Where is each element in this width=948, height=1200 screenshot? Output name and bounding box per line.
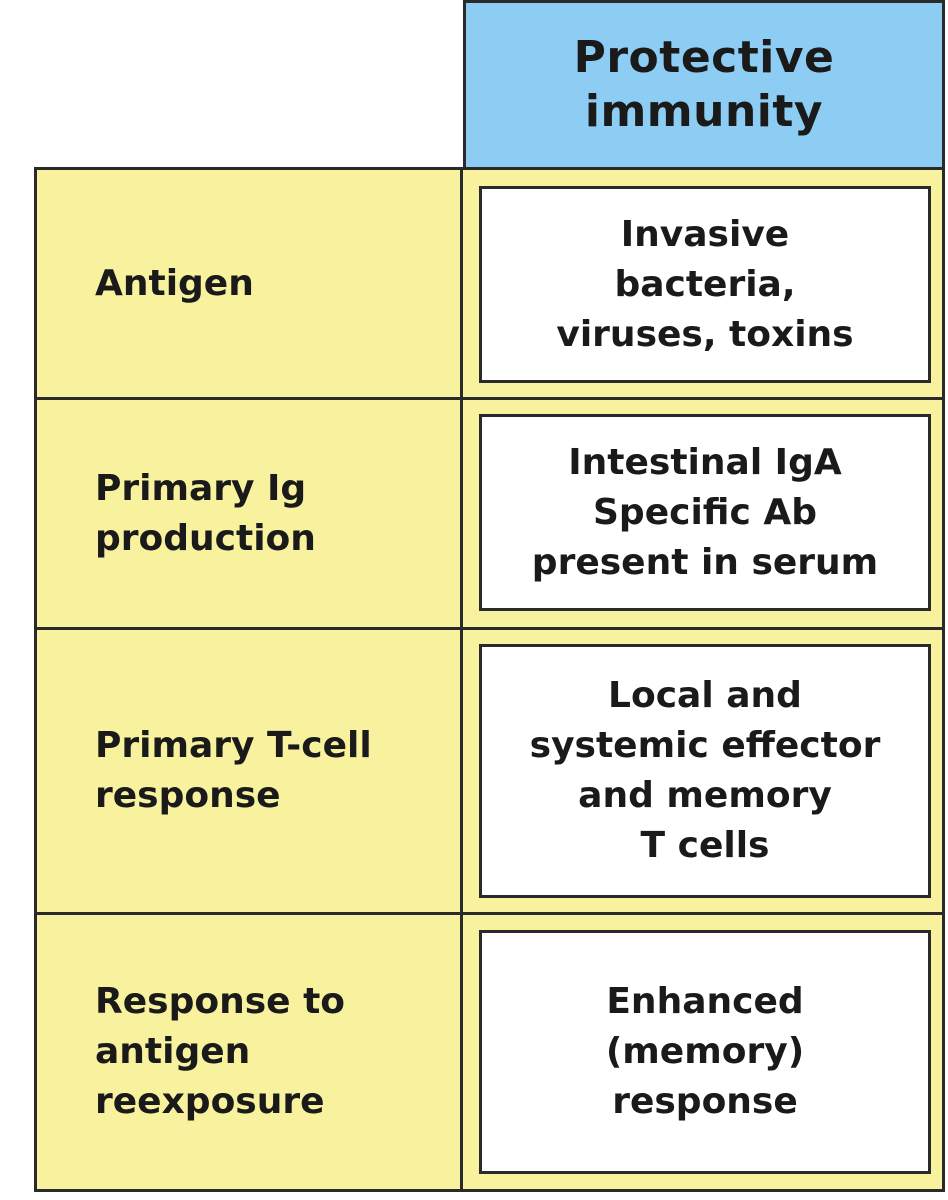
row-label-cell: Primary T-cell response — [37, 630, 463, 912]
table-row-primary-t-cell-response: Primary T-cell response Local and system… — [37, 630, 942, 915]
table-row-primary-ig-production: Primary Ig production Intestinal IgA Spe… — [37, 400, 942, 630]
table-row-antigen: Antigen Invasive bacteria, viruses, toxi… — [37, 170, 942, 400]
comparison-table: Antigen Invasive bacteria, viruses, toxi… — [34, 167, 945, 1192]
row-value: Local and systemic effector and memory T… — [529, 675, 881, 866]
row-value-box: Invasive bacteria, viruses, toxins — [479, 186, 931, 383]
row-value: Invasive bacteria, viruses, toxins — [556, 213, 854, 355]
row-label: Primary T-cell response — [95, 725, 372, 816]
row-value: Intestinal IgA Specific Ab present in se… — [531, 441, 879, 583]
row-label: Antigen — [95, 262, 254, 304]
row-label-cell: Primary Ig production — [37, 400, 463, 627]
column-header-text: Protective immunity — [573, 32, 835, 137]
table-row-response-to-antigen-reexposure: Response to antigen reexposure Enhanced … — [37, 915, 942, 1189]
row-label-cell: Antigen — [37, 170, 463, 397]
row-value-box: Intestinal IgA Specific Ab present in se… — [479, 414, 931, 611]
row-label: Response to antigen reexposure — [95, 981, 346, 1122]
row-value: Enhanced (memory) response — [605, 981, 805, 1122]
row-value-box: Enhanced (memory) response — [479, 930, 931, 1174]
row-value-box: Local and systemic effector and memory T… — [479, 644, 931, 898]
column-header-protective-immunity: Protective immunity — [463, 0, 945, 167]
row-label: Primary Ig production — [95, 467, 316, 559]
row-label-cell: Response to antigen reexposure — [37, 915, 463, 1189]
